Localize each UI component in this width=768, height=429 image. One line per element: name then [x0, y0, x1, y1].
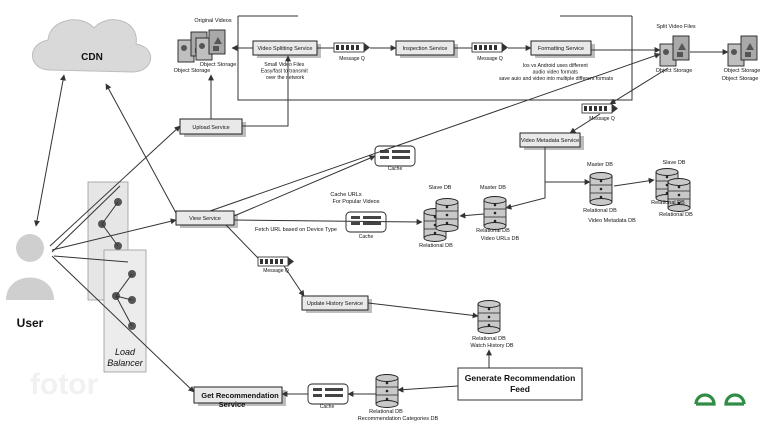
view-service-box[interactable]: [175, 210, 235, 226]
message-queue-3: [581, 103, 619, 114]
gfg-logo: [694, 393, 746, 406]
database-icon: [375, 374, 399, 408]
relational-db-label: Relational DB: [583, 208, 617, 214]
cache-label: Cache: [359, 234, 374, 240]
database-icon: [589, 172, 613, 206]
relational-db-label: Relational DB: [369, 409, 403, 415]
cache-icon: [374, 145, 416, 167]
video-metadata-service-label: Video Metadata Service: [521, 138, 579, 144]
object-storage-label: Object Storage: [656, 68, 693, 74]
database-icon: [435, 198, 459, 232]
user-icon: [6, 234, 54, 300]
message-queue-4: [257, 256, 295, 267]
generate-recommendation-feed-box[interactable]: [457, 367, 583, 401]
master-db-label: Master DB: [480, 185, 506, 191]
upload-service-label: Upload Service: [192, 125, 229, 131]
message-q-label: Message Q: [263, 268, 289, 274]
cache-icon: [307, 383, 349, 405]
cdn-cloud: CDN: [32, 19, 152, 73]
message-queue-1: [333, 42, 371, 53]
relational-db-label: Relational DB: [659, 212, 693, 218]
video-metadata-service-box[interactable]: [519, 132, 581, 148]
object-storage-label: Object Storage: [724, 68, 761, 74]
video-splitting-service-label: Video Splitting Service: [258, 46, 313, 52]
slave-db-label: Slave DB: [663, 160, 686, 166]
cdn-label: CDN: [81, 52, 103, 63]
update-history-service-label: Update History Service: [307, 301, 363, 307]
object-storage-icon: [727, 35, 758, 67]
view-service-label: View Service: [189, 216, 221, 222]
database-icon: [477, 300, 501, 334]
connectors: [34, 45, 729, 397]
original-videos-label: Original Videos: [194, 18, 231, 24]
message-queue-2: [471, 42, 509, 53]
fotor-watermark: fotor: [30, 368, 99, 401]
database-icon: [483, 196, 507, 230]
cache-label: Cache: [388, 166, 403, 172]
object-storage-label: Object Storage: [200, 62, 237, 68]
relational-db-label: Relational DB: [419, 243, 453, 249]
fetch-url-label: Fetch URL based on Device Type: [255, 227, 337, 233]
master-db-label: Master DB: [587, 162, 613, 168]
load-balancer-back: [87, 181, 129, 301]
relational-db-label: Relational DB: [472, 336, 506, 342]
relational-db-label: Relational DB: [651, 200, 685, 206]
message-q-label: Message Q: [339, 56, 365, 62]
small-files-note: Small Video Files Easy/fast to transmit …: [261, 62, 309, 81]
database-icon: [667, 178, 691, 212]
message-q-label: Message Q: [477, 56, 503, 62]
slave-db-label: Slave DB: [429, 185, 452, 191]
object-storage-icon: [659, 35, 690, 67]
message-q-label: Message Q: [589, 116, 615, 122]
video-metadata-db-label: Video Metadata DB: [588, 218, 636, 224]
relational-db-label: Relational DB: [476, 228, 510, 234]
cache-label: Cache: [320, 404, 335, 410]
formats-note: Ios vs Android uses different audio vide…: [499, 63, 614, 82]
watch-history-db-label: Watch History DB: [470, 343, 514, 349]
inspection-service-label: Inspection Service: [403, 46, 448, 52]
video-urls-db-label: Video URLs DB: [481, 236, 520, 242]
user-label: User: [17, 316, 44, 330]
object-storage-label: Object Storage: [174, 68, 211, 74]
formatting-service-label: Formatting Service: [538, 46, 584, 52]
pipeline-frame: [237, 16, 633, 101]
object-storage-label: Object Storage: [722, 76, 759, 82]
split-video-files-label: Split Video Files: [656, 24, 696, 30]
recommendation-categories-db-label: Recommendation Categories DB: [358, 416, 439, 422]
